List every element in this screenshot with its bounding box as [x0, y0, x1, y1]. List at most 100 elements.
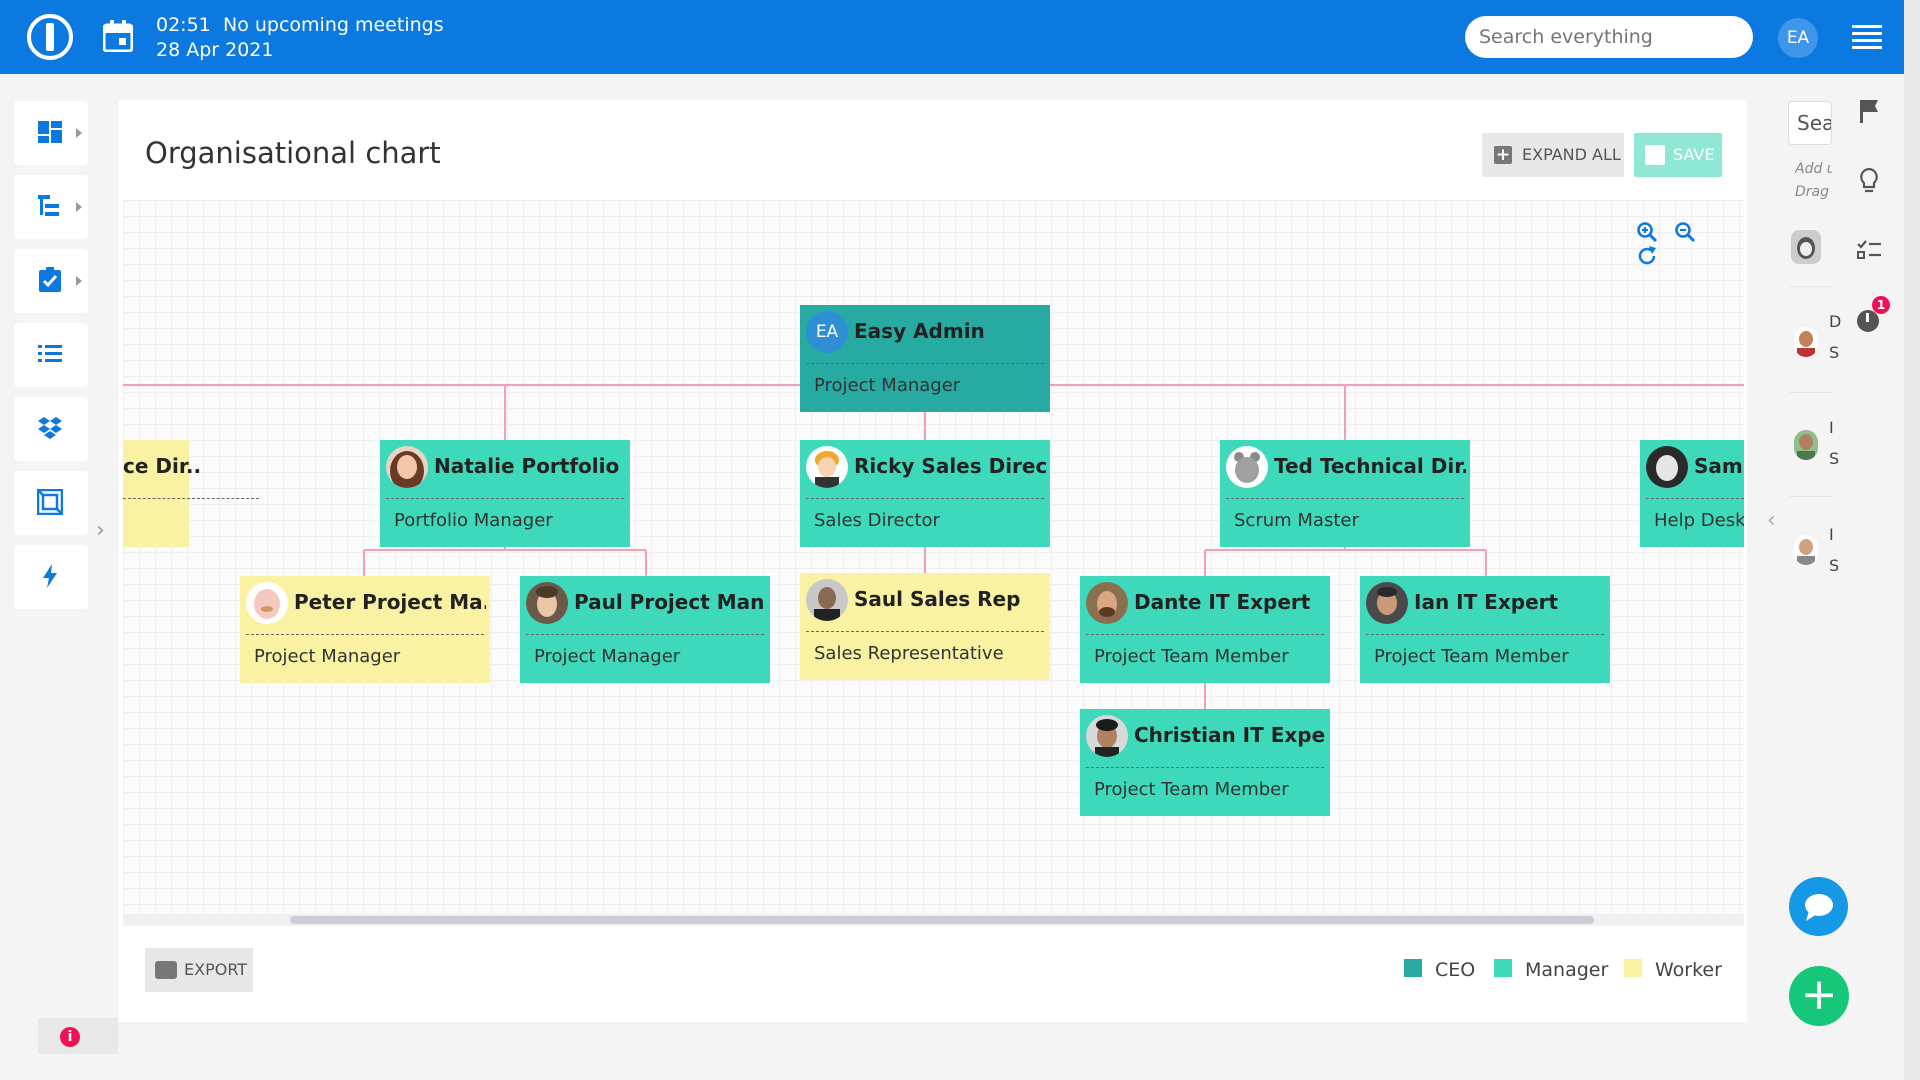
app-logo-icon[interactable]	[27, 14, 73, 60]
contact-name: D	[1829, 312, 1842, 331]
zoom-out-icon[interactable]	[1673, 220, 1697, 244]
org-node-partial-left[interactable]: ce Dir...	[123, 440, 259, 547]
flag-icon[interactable]	[1855, 97, 1883, 125]
sidebar-hierarchy-button[interactable]	[14, 175, 88, 239]
node-role: Help Desk M	[1654, 510, 1744, 531]
chat-bubble-icon	[1805, 894, 1833, 921]
avatar	[526, 582, 568, 624]
sidebar-resources-button[interactable]	[14, 471, 88, 535]
resources-icon	[37, 489, 63, 515]
timer-icon[interactable]	[1855, 306, 1883, 334]
org-node-peter[interactable]: Peter Project Ma... Project Manager	[240, 576, 490, 683]
node-role: Portfolio Manager	[394, 510, 553, 531]
scrollbar-thumb[interactable]	[290, 916, 1594, 924]
right-sidebar-collapse-chevron-icon[interactable]: ‹	[1767, 508, 1776, 533]
contact-status: S	[1829, 343, 1840, 362]
contact-avatar[interactable]	[1794, 327, 1818, 357]
expand-all-button[interactable]: + EXPAND ALL	[1482, 133, 1624, 177]
avatar	[1646, 446, 1688, 488]
checklist-icon[interactable]	[1855, 236, 1883, 264]
legend-label: Worker	[1655, 959, 1722, 981]
dashboard-icon	[38, 121, 62, 143]
info-tab[interactable]: i	[38, 1018, 118, 1054]
zoom-controls	[1635, 220, 1744, 268]
contact-name: I	[1829, 525, 1834, 544]
org-node-ricky[interactable]: Ricky Sales Direc... Sales Director	[800, 440, 1050, 547]
sidebar-tasks-button[interactable]	[14, 249, 88, 313]
add-button[interactable]: +	[1789, 966, 1849, 1026]
node-role: Sales Representative	[814, 643, 1004, 664]
contact-search-input[interactable]: Sea	[1788, 101, 1832, 145]
contact-avatar[interactable]	[1791, 230, 1821, 264]
org-node-ted[interactable]: Ted Technical Dir... Scrum Master	[1220, 440, 1470, 547]
org-chart-panel: Organisational chart + EXPAND ALL SAVE	[119, 100, 1747, 1022]
expand-arrow-icon	[76, 276, 82, 286]
hamburger-menu-icon[interactable]	[1852, 25, 1882, 49]
save-disk-icon	[1645, 145, 1665, 165]
expand-arrow-icon	[76, 202, 82, 212]
export-button[interactable]: EXPORT	[145, 948, 253, 992]
node-name: Natalie Portfolio ...	[434, 454, 626, 478]
org-node-natalie[interactable]: Natalie Portfolio ... Portfolio Manager	[380, 440, 630, 547]
avatar	[246, 582, 288, 624]
legend-swatch-ceo	[1404, 959, 1422, 977]
lightning-icon	[43, 564, 57, 588]
node-role: Project Manager	[814, 375, 961, 396]
printer-icon	[155, 961, 177, 979]
avatar: EA	[806, 311, 848, 353]
contact-name: I	[1829, 418, 1834, 437]
node-role: Project Manager	[534, 646, 681, 667]
node-name: Peter Project Ma...	[294, 590, 486, 614]
chat-button[interactable]	[1789, 877, 1848, 936]
expand-all-label: EXPAND ALL	[1522, 145, 1621, 164]
sidebar-actions-button[interactable]	[14, 545, 88, 609]
contact-hint-line1: Add u	[1795, 161, 1832, 177]
org-node-ian[interactable]: Ian IT Expert Project Team Member	[1360, 576, 1610, 683]
node-name: Ian IT Expert	[1414, 590, 1559, 614]
contact-status: S	[1829, 556, 1840, 575]
node-role: Project Manager	[254, 646, 401, 667]
dropbox-icon	[38, 417, 62, 439]
contact-hint-line2: Drag	[1795, 184, 1830, 200]
horizontal-scrollbar[interactable]	[123, 914, 1744, 926]
avatar	[1086, 582, 1128, 624]
list-icon	[38, 345, 62, 362]
avatar	[1086, 715, 1128, 757]
top-bar: 02:51 No upcoming meetings 28 Apr 2021 E…	[0, 0, 1904, 74]
legend-swatch-manager	[1494, 959, 1512, 977]
org-node-ceo[interactable]: EA Easy Admin Project Manager	[800, 305, 1050, 412]
org-chart-canvas[interactable]: EA Easy Admin Project Manager ce Dir... …	[123, 200, 1744, 918]
save-button[interactable]: SAVE	[1634, 133, 1722, 177]
node-name: Christian IT Expert	[1134, 723, 1326, 747]
node-role: Project Team Member	[1094, 779, 1289, 800]
node-role: Scrum Master	[1234, 510, 1359, 531]
org-node-saul[interactable]: Saul Sales Rep Sales Representative	[800, 573, 1050, 680]
node-name: Dante IT Expert	[1134, 590, 1311, 614]
avatar	[386, 446, 428, 488]
global-search-input[interactable]	[1465, 16, 1753, 58]
legend-label: Manager	[1525, 959, 1609, 981]
meetings-status[interactable]: No upcoming meetings	[223, 14, 444, 36]
zoom-in-icon[interactable]	[1635, 220, 1659, 244]
org-node-paul[interactable]: Paul Project Man... Project Manager	[520, 576, 770, 683]
node-name: Easy Admin	[854, 319, 985, 343]
sidebar-dashboard-button[interactable]	[14, 101, 88, 165]
org-node-dante[interactable]: Dante IT Expert Project Team Member	[1080, 576, 1330, 683]
org-node-christian[interactable]: Christian IT Expert Project Team Member	[1080, 709, 1330, 816]
save-label: SAVE	[1673, 145, 1715, 164]
lightbulb-icon[interactable]	[1855, 166, 1883, 194]
page-scrollbar[interactable]	[1904, 0, 1920, 1080]
calendar-icon[interactable]	[102, 20, 134, 53]
contact-avatar[interactable]	[1794, 535, 1818, 565]
avatar	[1366, 582, 1408, 624]
expand-arrow-icon	[76, 128, 82, 138]
sidebar-list-button[interactable]	[14, 323, 88, 387]
reset-zoom-icon[interactable]	[1635, 244, 1659, 268]
org-node-sam[interactable]: Sam S Help Desk M	[1640, 440, 1744, 547]
legend-swatch-worker	[1624, 959, 1642, 977]
user-avatar[interactable]: EA	[1778, 18, 1818, 58]
info-icon: i	[60, 1027, 80, 1047]
contact-avatar[interactable]	[1794, 430, 1818, 460]
sidebar-dropbox-button[interactable]	[14, 397, 88, 461]
sidebar-expand-chevron-icon[interactable]: ›	[96, 518, 105, 543]
